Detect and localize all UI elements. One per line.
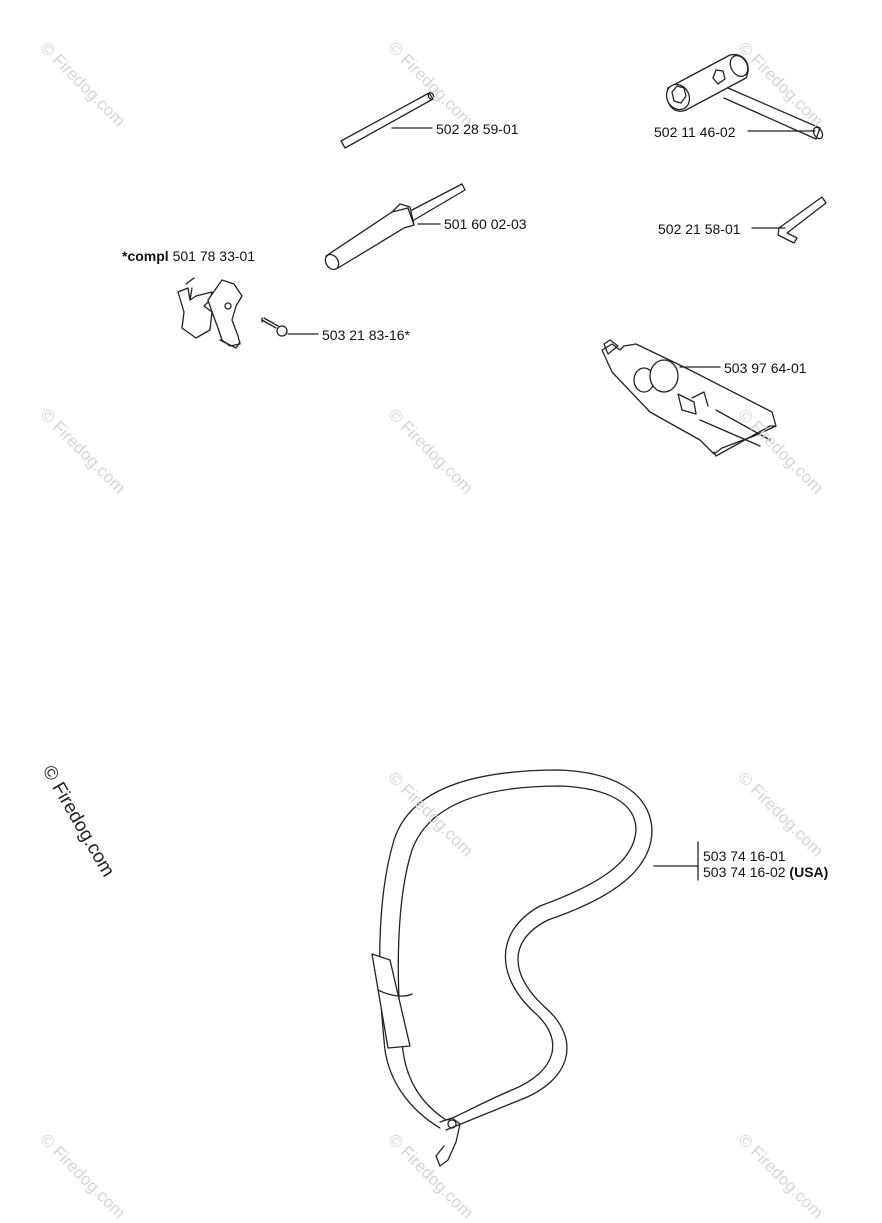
rod-drawing [340, 92, 435, 149]
part-number-harness-1: 503 74 16-01 [703, 848, 786, 864]
compl-prefix: *compl [122, 248, 169, 264]
part-number-combination-wrench: 502 11 46-02 [654, 124, 736, 140]
part-number-rod: 502 28 59-01 [436, 121, 519, 137]
harness-2-number: 503 74 16-02 [703, 864, 786, 880]
hex-key-drawing [751, 196, 827, 244]
part-number-screw: 503 21 83-16* [322, 327, 410, 343]
clip-assembly-number: 501 78 33-01 [172, 248, 256, 264]
clip-assembly-drawing [177, 277, 319, 349]
usa-suffix: (USA) [789, 864, 829, 880]
combination-wrench-drawing [665, 53, 824, 140]
part-number-hex-key: 502 21 58-01 [658, 221, 741, 237]
file-holder-drawing [324, 183, 466, 271]
part-number-grease-tube: 503 97 64-01 [724, 360, 807, 376]
harness-drawing [371, 769, 699, 1167]
part-number-harness-2: 503 74 16-02 (USA) [703, 864, 828, 880]
part-number-file-holder: 501 60 02-03 [444, 216, 527, 232]
part-number-clip-assembly: *compl 501 78 33-01 [122, 248, 255, 264]
grease-tube-drawing [601, 339, 777, 457]
